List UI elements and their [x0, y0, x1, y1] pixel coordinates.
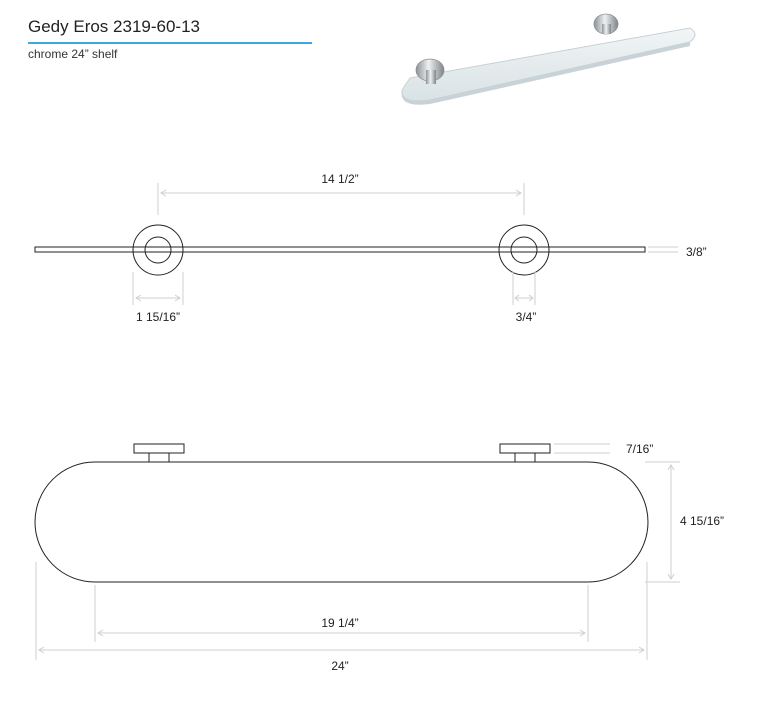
bracket-height-label: 7/16”	[626, 442, 653, 456]
glass-thickness-label: 3/8”	[686, 245, 707, 259]
top-view: 7/16” 4 15/16” 19 1/4” 24”	[34, 442, 724, 673]
title-underline	[28, 42, 312, 44]
bracket-diameter-label: 1 15/16”	[136, 310, 180, 324]
shelf-depth-label: 4 15/16”	[680, 514, 724, 528]
bracket-spacing-label: 14 1/2”	[321, 172, 358, 186]
front-view: 14 1/2” 3/8” 1 15/16” 3/4”	[34, 172, 707, 324]
bracket-depth-label: 3/4”	[516, 310, 537, 324]
overall-width-label: 24”	[331, 659, 348, 673]
product-title: Gedy Eros 2319-60-13	[28, 17, 200, 36]
product-subtitle: chrome 24” shelf	[28, 47, 118, 61]
product-photo	[401, 13, 696, 105]
inner-width-label: 19 1/4”	[321, 616, 358, 630]
